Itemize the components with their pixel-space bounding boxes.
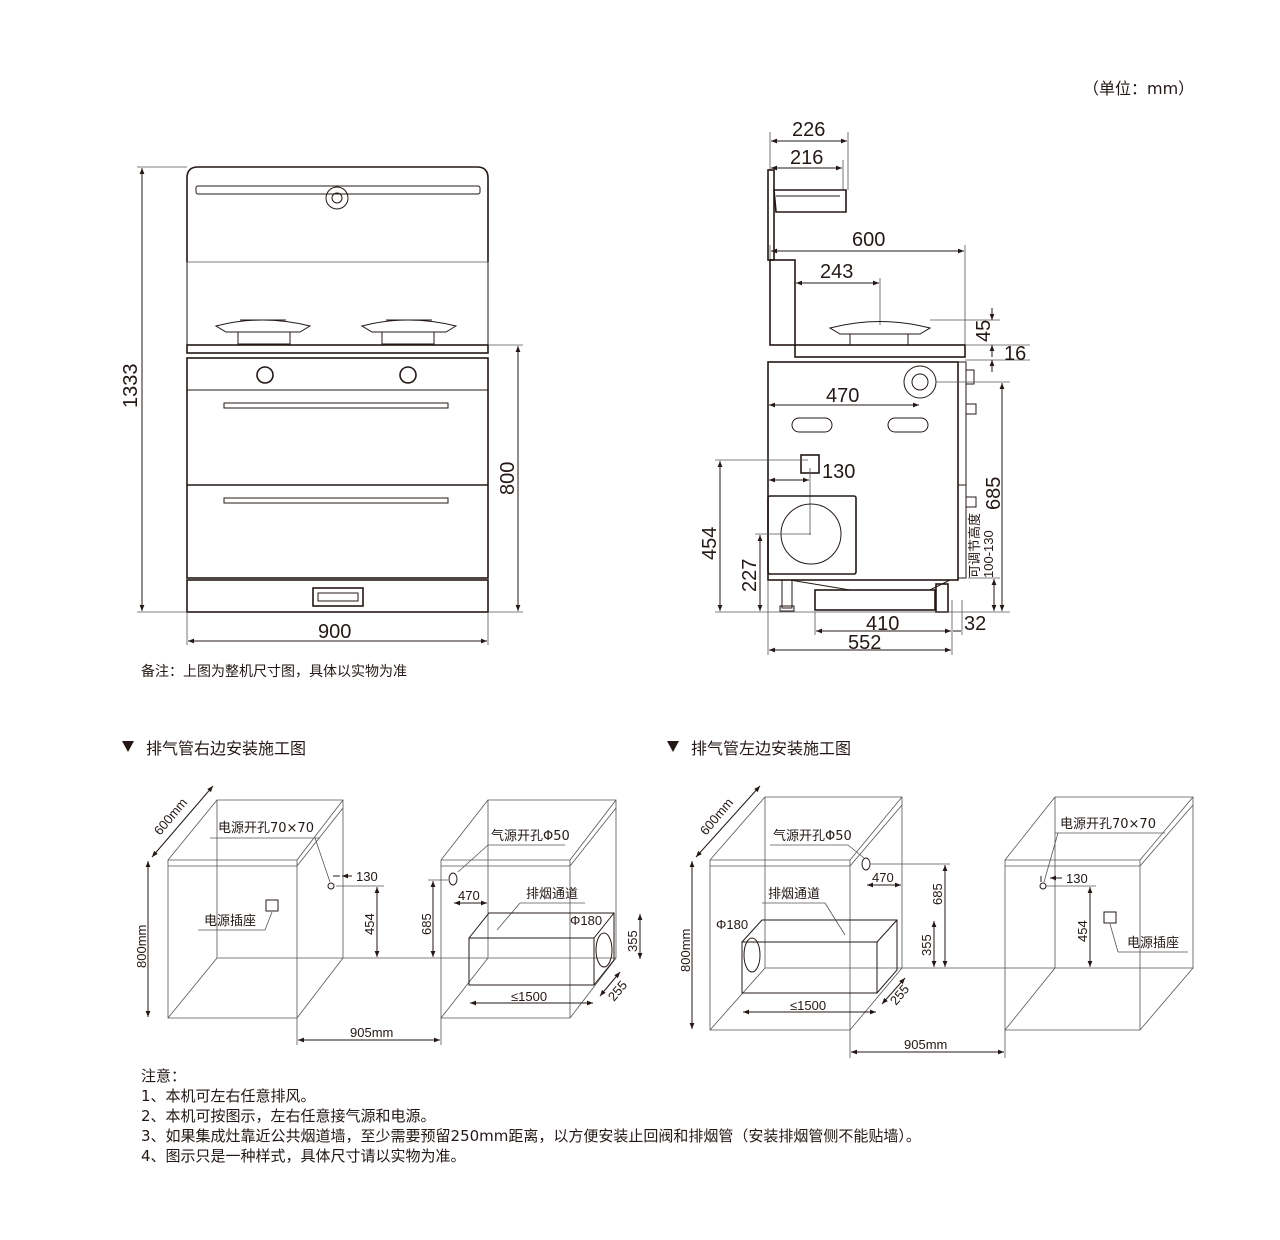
countertop [186, 344, 489, 354]
rail-bar [195, 185, 481, 195]
hood-profile [773, 189, 847, 213]
gas-hole-label: 气源开孔Φ50 [773, 828, 852, 844]
socket-label: 电源插座 [204, 914, 256, 929]
gas-offset: 470 [458, 888, 480, 903]
base-frame [814, 589, 936, 611]
note-item: 2、本机可按图示，左右任意接气源和电源。 [141, 1107, 436, 1125]
duct-opening [743, 937, 761, 973]
burner-side [828, 321, 932, 335]
dim-216: 216 [790, 147, 823, 169]
install-right-title: 排气管右边安装施工图 [146, 739, 306, 758]
triangle-icon [667, 741, 679, 752]
base-slot [312, 587, 364, 607]
power-offset: 130 [356, 869, 378, 884]
gas-height: 685 [419, 913, 434, 935]
dim-1333: 1333 [120, 364, 142, 409]
duct-opening [595, 932, 613, 968]
socket-icon [265, 899, 279, 912]
dim-685: 685 [983, 477, 1005, 510]
dim-45: 45 [973, 320, 995, 342]
duct-diameter: Φ180 [570, 913, 602, 928]
note-item: 4、图示只是一种样式，具体尺寸请以实物为准。 [141, 1147, 466, 1165]
gas-offset: 470 [872, 870, 894, 885]
range-hood-intake [325, 186, 349, 210]
power-height: 454 [1075, 920, 1090, 942]
adjustable-label: 可调节高度 [967, 513, 982, 578]
dim-454: 454 [699, 527, 721, 560]
depth-600: 600mm [151, 795, 190, 838]
knob-right [399, 366, 417, 384]
countertop-side [794, 344, 966, 358]
gas-height: 685 [930, 883, 945, 905]
dim-227: 227 [739, 559, 761, 592]
socket-icon [1103, 911, 1117, 924]
duct-depth: 255 [605, 978, 630, 1004]
front-view: 1333 800 900 备注：上图为整机尺寸图，具体以实物为准 [120, 166, 523, 680]
exhaust-duct [468, 912, 615, 986]
duct-height: 355 [919, 934, 934, 956]
exhaust-plate [767, 495, 857, 575]
dim-16: 16 [1004, 343, 1026, 365]
dim-552: 552 [848, 632, 881, 654]
duct-diameter: Φ180 [716, 917, 748, 932]
socket-label: 电源插座 [1127, 936, 1179, 951]
spacing: 905mm [350, 1025, 393, 1040]
vent-left [791, 417, 833, 433]
knob-left [256, 366, 274, 384]
toe-base [186, 579, 489, 613]
power-hole-label: 电源开孔70×70 [1060, 817, 1156, 832]
power-hole [1039, 882, 1047, 890]
power-offset: 130 [1066, 871, 1088, 886]
duct-height: 355 [625, 930, 640, 952]
duct-label: 排烟通道 [768, 887, 820, 902]
note-item: 3、如果集成灶靠近公共烟道墙，至少需要预留250mm距离，以方便安装止回阀和排烟… [141, 1127, 921, 1145]
dim-130: 130 [822, 461, 855, 483]
gas-inlet [903, 365, 937, 399]
cabinet-body [186, 357, 489, 579]
gas-hole [448, 872, 458, 886]
dim-800: 800 [497, 462, 519, 495]
unit-label: （单位：mm） [1083, 79, 1194, 98]
dim-410: 410 [866, 613, 899, 635]
vent-right [887, 417, 929, 433]
gas-hole [861, 857, 871, 871]
duct-length: ≤1500 [790, 998, 826, 1013]
duct-label: 排烟通道 [526, 887, 578, 902]
install-left-title: 排气管左边安装施工图 [691, 739, 851, 758]
height-800: 800mm [134, 925, 149, 968]
adjustable-range: 100-130 [981, 530, 996, 578]
power-height: 454 [362, 913, 377, 935]
install-left-diagram: 排气管左边安装施工图 600mm 800mm 气源开孔Φ50 470 685 排… [667, 739, 1194, 1058]
burner-left [214, 319, 312, 345]
exhaust-duct [741, 919, 898, 994]
back-panel [767, 169, 775, 261]
notes-title: 注意： [141, 1067, 187, 1085]
power-hole-label: 电源开孔70×70 [218, 821, 314, 836]
dim-600: 600 [852, 229, 885, 251]
front-remark: 备注：上图为整机尺寸图，具体以实物为准 [141, 663, 407, 680]
burner-right [360, 319, 458, 345]
height-800: 800mm [678, 929, 693, 972]
triangle-icon [122, 741, 134, 752]
gas-hole-label: 气源开孔Φ50 [491, 828, 570, 844]
duct-depth: 255 [887, 982, 912, 1008]
backsplash-side [769, 259, 796, 346]
dim-900: 900 [318, 621, 351, 643]
drawer-handle-bottom [223, 497, 449, 504]
drawer-handle-top [223, 402, 449, 409]
power-hole [327, 882, 335, 890]
dim-32: 32 [964, 613, 986, 635]
spacing: 905mm [904, 1037, 947, 1052]
backsplash [186, 166, 489, 262]
duct-length: ≤1500 [511, 989, 547, 1004]
install-right-diagram: 排气管右边安装施工图 600mm 800mm 电源开孔70×70 130 454… [122, 739, 643, 1045]
side-view: 226 216 600 243 45 16 470 [699, 119, 1030, 655]
note-item: 1、本机可左右任意排风。 [141, 1087, 316, 1105]
depth-600: 600mm [697, 795, 736, 838]
dim-226: 226 [792, 119, 825, 141]
dim-243: 243 [820, 261, 853, 283]
dim-470: 470 [826, 385, 859, 407]
